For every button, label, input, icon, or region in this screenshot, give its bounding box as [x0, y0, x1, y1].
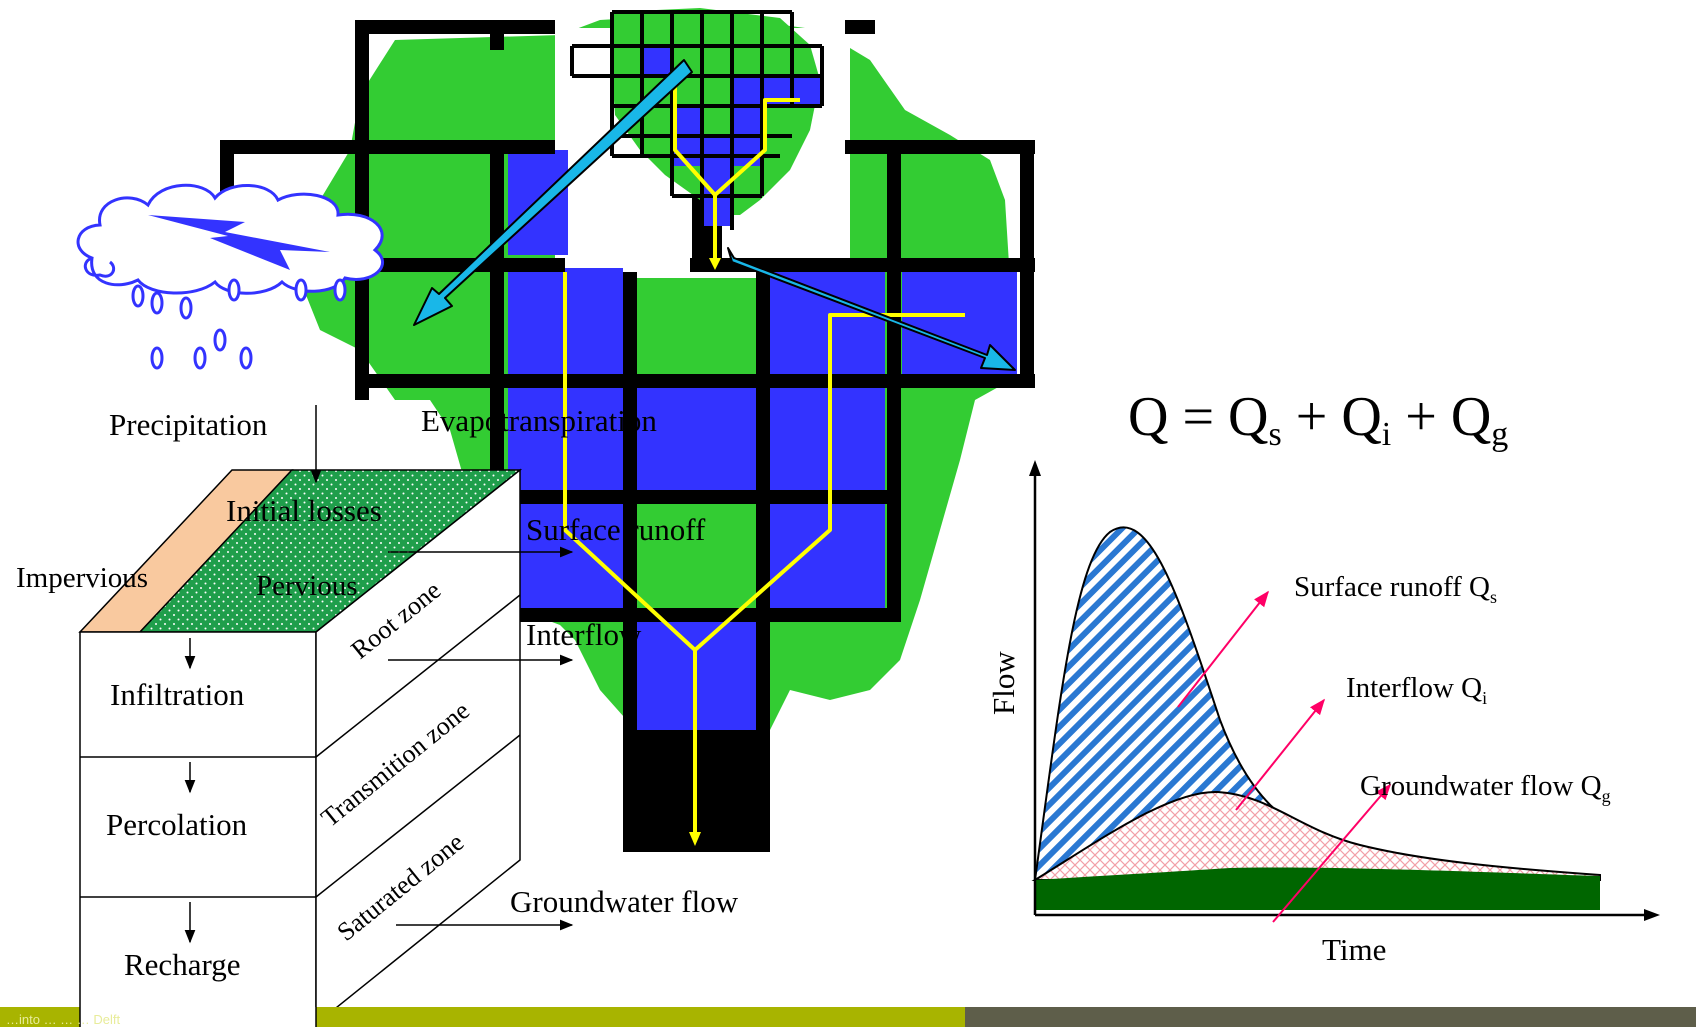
hydrograph-x-label: Time — [1322, 932, 1386, 967]
recharge-label: Recharge — [124, 947, 240, 982]
impervious-label: Impervious — [16, 562, 148, 594]
interflow-label: Interflow — [526, 617, 642, 652]
process-arrows — [184, 405, 574, 944]
footer-bar-right — [965, 1007, 1696, 1027]
precipitation-label: Precipitation — [109, 407, 268, 442]
river-arrowheads — [689, 258, 721, 846]
hydrograph-y-label: Flow — [986, 651, 1021, 715]
surface-runoff-label: Surface runoff — [526, 512, 706, 547]
lightning-bolt-icon — [148, 215, 330, 270]
surface-runoff-legend: Surface runoff Qs — [1294, 571, 1497, 607]
eq-q: Q — [1128, 386, 1168, 448]
evapotranspiration-label: Evapotranspiration — [421, 403, 657, 438]
river-network — [563, 70, 965, 840]
soil-column-box — [78, 468, 523, 1026]
groundwater-flow-label: Groundwater flow — [510, 884, 739, 919]
coarse-grid-blue-cells — [508, 150, 1017, 730]
interflow-area — [1031, 790, 1601, 881]
interflow-legend: Interflow Qi — [1346, 672, 1487, 708]
zoom-arrows — [413, 59, 1016, 371]
flow-equation: Q=Qs+Qi+Qg — [1128, 386, 1508, 453]
initial-losses-label: Initial losses — [226, 493, 382, 528]
inset-grid-lines — [570, 10, 824, 230]
groundwater-legend: Groundwater flow Qg — [1360, 770, 1611, 806]
hydrograph: Flow Time Surface runoff Qs Interflow Qi… — [986, 460, 1660, 967]
percolation-label: Percolation — [106, 807, 248, 842]
footer-text: …into … … … Delft — [6, 1012, 121, 1027]
infiltration-label: Infiltration — [110, 677, 245, 712]
pervious-label: Pervious — [256, 570, 358, 602]
rain-drop-icon — [131, 278, 347, 370]
